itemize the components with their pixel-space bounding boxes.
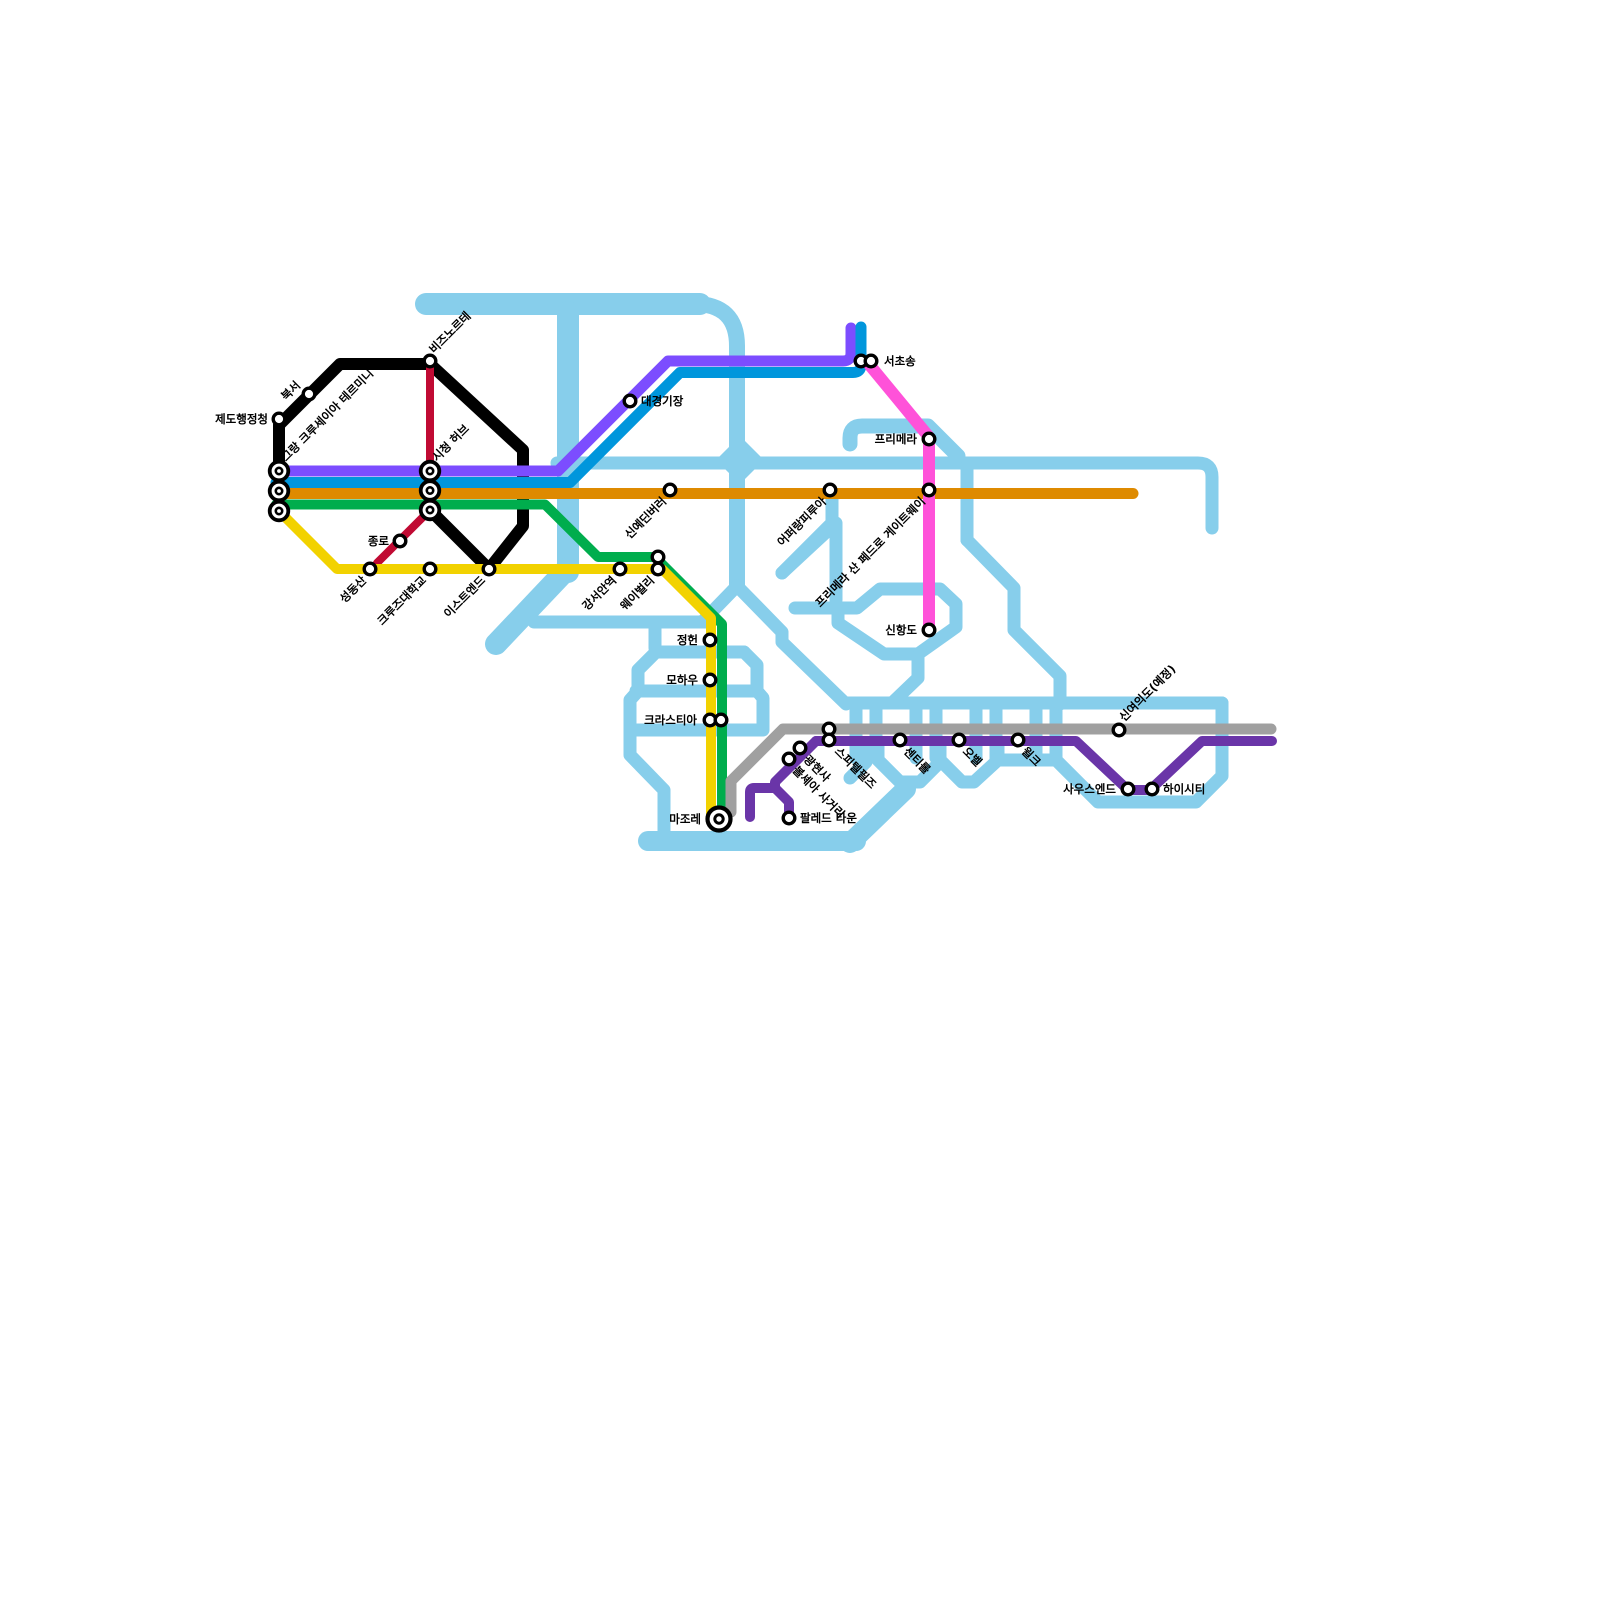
station-label-크라스티아: 크라스티아 — [644, 713, 697, 727]
station-marker-크루즈대학교 — [422, 561, 438, 577]
station-label-성동산: 성동산 — [337, 573, 370, 606]
station-layer — [267, 353, 1160, 833]
metro-line-green — [271, 499, 727, 819]
waterway — [737, 645, 764, 698]
station-label-크루즈대학교: 크루즈대학교 — [374, 573, 429, 628]
station-marker-북서 — [301, 386, 317, 402]
station-marker-프리메라 — [921, 431, 937, 447]
waterway — [788, 582, 963, 661]
station-marker-웨이벌리 — [650, 549, 666, 565]
waterway — [842, 418, 966, 464]
station-label-팔레드 타운: 팔레드 타운 — [800, 811, 857, 825]
station-label-모하우: 모하우 — [666, 673, 698, 687]
station-marker-이스트엔드 — [481, 561, 497, 577]
waterway — [885, 649, 925, 710]
station-marker-광현사 — [792, 740, 808, 756]
waterway — [485, 557, 579, 655]
waterway — [960, 533, 1067, 711]
station-marker-7-inner — [425, 485, 435, 495]
waterway-node — [715, 435, 765, 485]
waterway — [1049, 696, 1229, 809]
station-marker-정헌 — [702, 632, 718, 648]
metro-line-purple-branch-west — [745, 736, 821, 822]
station-label-시청 허브: 시청 허브 — [429, 421, 472, 464]
station-marker-마조레-inner — [713, 813, 725, 825]
line-layer — [270, 321, 1277, 822]
waterway — [623, 684, 645, 737]
station-marker-신여의도(예정) — [1111, 722, 1127, 738]
station-label-제도행정청: 제도행정청 — [215, 412, 268, 426]
station-label-신항도: 신항도 — [885, 623, 917, 637]
station-label-강서안역: 강서안역 — [579, 573, 619, 613]
waterway — [623, 723, 671, 841]
station-label-서초송: 서초송 — [884, 354, 916, 368]
waterway-layer — [415, 293, 1229, 853]
station-marker-5-inner — [274, 506, 284, 516]
station-marker-강서안역 — [612, 561, 628, 577]
station-label-신여의도(예정): 신여의도(예정) — [1116, 662, 1178, 724]
station-label-마조레: 마조레 — [669, 812, 701, 826]
station-label-대경기장: 대경기장 — [641, 394, 684, 408]
station-marker-센티롤 — [892, 732, 908, 748]
station-marker-종로 — [392, 533, 408, 549]
station-marker-성동산 — [362, 561, 378, 577]
station-marker-시청 허브-inner — [425, 466, 435, 476]
station-label-종로: 종로 — [368, 534, 390, 548]
station-label-프리메라: 프리메라 — [875, 432, 918, 446]
metro-line-black-loop — [273, 358, 529, 575]
station-marker-비즈노르테 — [422, 353, 438, 369]
station-marker-그랑 크루세이아 테르미니-inner — [274, 466, 284, 476]
station-marker-사우스엔드 — [1120, 781, 1136, 797]
metro-line-violet — [270, 322, 857, 477]
station-marker-볼셰아 사거리 — [781, 751, 797, 767]
waterway — [730, 579, 853, 711]
station-label-비즈노르테: 비즈노르테 — [426, 309, 473, 356]
station-marker-대경기장 — [622, 393, 638, 409]
station-marker-8-inner — [425, 505, 435, 515]
station-marker-33 — [821, 732, 837, 748]
station-marker-신예딘버러 — [662, 482, 678, 498]
station-marker-윌크 — [1010, 732, 1026, 748]
waterway — [550, 456, 1219, 535]
station-marker-제도행정청 — [271, 411, 287, 427]
waterway — [750, 684, 770, 737]
station-label-하이시티: 하이시티 — [1163, 782, 1205, 796]
station-marker-4-inner — [274, 486, 284, 496]
station-marker-27 — [713, 712, 729, 728]
waterway — [843, 741, 873, 785]
station-label-정헌: 정헌 — [677, 633, 698, 647]
metro-line-gray — [725, 723, 1277, 818]
station-marker-프리메라 산 페드로 게이트웨이 — [921, 482, 937, 498]
station-marker-팔레드 타운 — [781, 810, 797, 826]
waterway — [775, 516, 843, 607]
station-label-이스트엔드: 이스트엔드 — [441, 573, 489, 621]
metro-line-crimson — [373, 359, 434, 567]
station-label-웨이벌리: 웨이벌리 — [617, 573, 657, 613]
station-marker-어퍼랑피루아 — [822, 482, 838, 498]
waterway — [840, 779, 916, 853]
waterway — [686, 296, 745, 594]
station-marker-19 — [863, 353, 879, 369]
station-label-사우스엔드: 사우스엔드 — [1063, 782, 1116, 796]
station-marker-하이시티 — [1144, 781, 1160, 797]
waterway — [631, 645, 663, 698]
station-marker-오벨 — [951, 732, 967, 748]
station-label-신예딘버러: 신예딘버러 — [622, 494, 669, 541]
station-marker-모하우 — [702, 672, 718, 688]
station-marker-15 — [650, 561, 666, 577]
metro-line-purple — [811, 736, 1277, 795]
station-marker-신항도 — [921, 622, 937, 638]
